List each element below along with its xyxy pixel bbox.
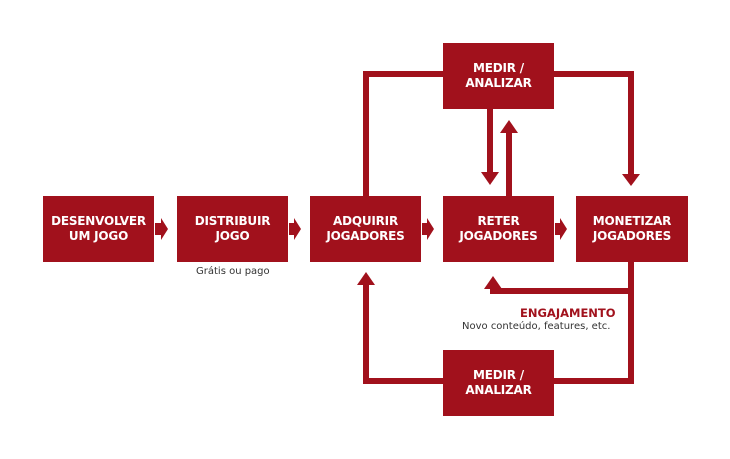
- step-acquire-line1: ADQUIRIR: [332, 214, 398, 228]
- arrow-adq-to-ret: [422, 218, 434, 240]
- arrow-dev-to-dist: [155, 218, 168, 240]
- engagement-subtitle: Novo conteúdo, features, etc.: [462, 321, 611, 332]
- step-retain-players: RETER JOGADORES: [443, 196, 554, 262]
- loop-bottom-right-line: [554, 291, 634, 384]
- step-measure-analyze-bottom: MEDIR / ANALIZAR: [443, 350, 554, 416]
- step-acquire-line2: JOGADORES: [326, 229, 405, 243]
- loop-bottom-left-line: [363, 282, 443, 384]
- step-develop-line1: DESENVOLVER: [51, 214, 146, 228]
- arrowhead-into-med-top: [500, 120, 518, 133]
- step-develop-line2: UM JOGO: [68, 229, 129, 243]
- engagement-line: [490, 262, 634, 294]
- step-distribute-line1: DISTRIBUIR: [194, 214, 271, 228]
- step-distribute-game: DISTRIBUIR JOGO: [177, 196, 288, 262]
- arrowhead-into-mon: [622, 174, 640, 186]
- arrow-ret-to-mon: [555, 218, 567, 240]
- step-acquire-players: ADQUIRIR JOGADORES: [310, 196, 421, 262]
- loop-top-right-line: [554, 71, 634, 176]
- step-measure-analyze-top: MEDIR / ANALIZAR: [443, 43, 554, 109]
- measure-top-line1: MEDIR /: [473, 61, 524, 75]
- arrowhead-into-adq: [357, 272, 375, 285]
- arrow-dist-to-adq: [289, 218, 301, 240]
- measure-bottom-line2: ANALIZAR: [465, 383, 532, 397]
- arrowhead-engagement-into-ret: [484, 276, 502, 289]
- step-distribute-line2: JOGO: [215, 229, 250, 243]
- distribution-note: Grátis ou pago: [196, 266, 270, 277]
- measure-bottom-line1: MEDIR /: [473, 368, 524, 382]
- step-develop-game: DESENVOLVER UM JOGO: [43, 196, 154, 262]
- step-retain-line1: RETER: [477, 214, 520, 228]
- step-monetize-line1: MONETIZAR: [592, 214, 672, 228]
- engagement-title: ENGAJAMENTO: [520, 306, 616, 320]
- arrowhead-into-ret: [481, 172, 499, 185]
- loop-top-left-line: [363, 71, 443, 196]
- step-monetize-line2: JOGADORES: [592, 229, 672, 243]
- measure-top-line2: ANALIZAR: [465, 76, 532, 90]
- step-monetize-players: MONETIZAR JOGADORES: [576, 196, 688, 262]
- step-retain-line2: JOGADORES: [459, 229, 538, 243]
